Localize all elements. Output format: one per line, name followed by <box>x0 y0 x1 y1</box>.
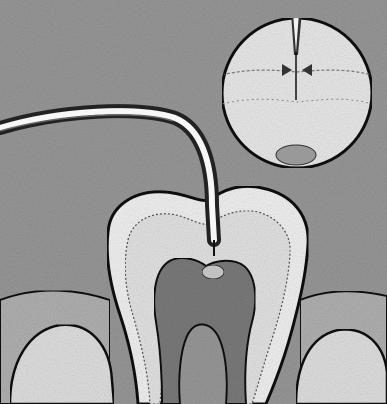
cavity-spot <box>202 265 224 279</box>
